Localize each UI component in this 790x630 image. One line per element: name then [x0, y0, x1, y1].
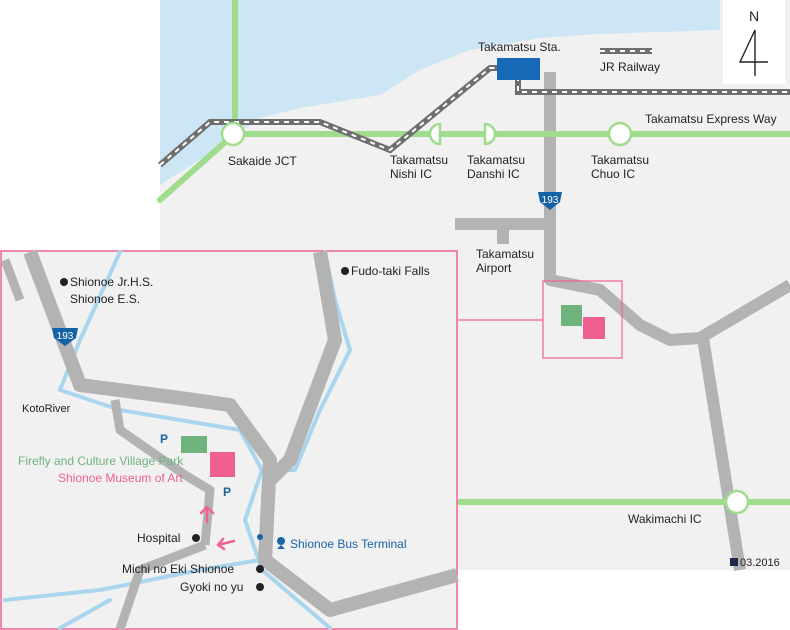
takamatsu-station-label: Takamatsu Sta. — [478, 40, 561, 54]
michi-no-eki-label: Michi no Eki Shionoe — [122, 562, 234, 576]
gyoki-no-yu-label: Gyoki no yu — [180, 580, 243, 594]
sakaide-jct-marker — [220, 121, 246, 147]
koto-river-label: KotoRiver — [22, 403, 71, 415]
wakimachi-ic-label: Wakimachi IC — [628, 512, 702, 526]
firefly-park-marker — [181, 436, 207, 453]
sakaide-jct-label: Sakaide JCT — [228, 154, 297, 168]
danshi-ic-label-1: Takamatsu — [467, 153, 525, 167]
nishi-ic-label-2: Nishi IC — [390, 167, 432, 181]
lower-stream — [58, 598, 112, 630]
hospital-dot — [192, 534, 200, 542]
airport-label-1: Takamatsu — [476, 247, 534, 261]
bus-stop-icon — [277, 537, 285, 549]
overview-park-marker — [561, 305, 582, 326]
hospital-label: Hospital — [137, 531, 180, 545]
fudo-taki-label: Fudo-taki Falls — [351, 264, 430, 278]
svg-text:193: 193 — [57, 331, 74, 342]
route-193-road — [544, 72, 790, 346]
museum-marker — [210, 452, 235, 477]
nishi-ic-marker — [428, 122, 442, 146]
museum-label: Shionoe Museum of Art — [58, 471, 183, 485]
inset-map: 193 Shionoe Jr.H.S. Shionoe E.S. Fudo-ta… — [0, 249, 459, 630]
gyoki-no-yu-dot — [256, 583, 264, 591]
north-label: N — [749, 8, 759, 24]
shionoe-jrhs-label: Shionoe Jr.H.S. — [70, 275, 153, 289]
overview-roads — [455, 72, 790, 571]
takamatsu-station-marker — [497, 58, 540, 80]
shionoe-es-label: Shionoe E.S. — [70, 292, 140, 306]
parking-label-1: P — [160, 432, 168, 446]
north-edge-road — [0, 258, 25, 302]
overview-museum-marker — [583, 317, 605, 339]
airport-label-2: Airport — [476, 261, 512, 275]
route-arrows — [199, 505, 236, 551]
fudo-taki-dot — [341, 267, 349, 275]
inset-roads — [0, 249, 459, 630]
svg-text:193: 193 — [542, 195, 559, 206]
expressway-sakaide-branch — [157, 133, 235, 203]
up-arrow-icon — [199, 505, 215, 524]
north-compass: N — [723, 0, 785, 84]
south-road — [115, 540, 207, 630]
wakimachi-road — [697, 337, 746, 571]
overview-railways — [158, 48, 790, 168]
nishi-ic-label-1: Takamatsu — [390, 153, 448, 167]
takamatsu-express-way-label: Takamatsu Express Way — [645, 112, 777, 126]
bus-stop-small-dot — [257, 534, 263, 540]
chuo-ic-marker — [607, 121, 633, 147]
wakimachi-ic-marker — [724, 489, 750, 515]
danshi-ic-marker — [483, 122, 497, 146]
north-arrow-icon — [738, 29, 768, 76]
lower-river — [3, 558, 262, 602]
schools-dot — [60, 278, 68, 286]
sea — [160, 0, 720, 185]
interchanges — [220, 121, 750, 515]
firefly-park-label: Firefly and Culture Village Park — [18, 454, 184, 468]
date-square-icon — [730, 558, 738, 566]
route-193-inset — [23, 249, 459, 617]
route-193-shield-overview: 193 — [538, 192, 562, 210]
jr-railway-east — [515, 76, 790, 95]
michi-no-eki-dot — [256, 565, 264, 573]
north-road — [265, 250, 342, 485]
chuo-ic-label-2: Chuo IC — [591, 167, 635, 181]
route-193-shield-inset: 193 — [52, 328, 78, 346]
date-note: 03.2016 — [740, 557, 780, 569]
jr-railway-line-dash — [159, 67, 510, 166]
jr-railway-legend-label: JR Railway — [600, 60, 660, 74]
left-arrow-icon — [216, 537, 236, 551]
chuo-ic-label-1: Takamatsu — [591, 153, 649, 167]
bus-terminal-label: Shionoe Bus Terminal — [290, 537, 407, 551]
danshi-ic-label-2: Danshi IC — [467, 167, 520, 181]
parking-label-2: P — [223, 485, 231, 499]
